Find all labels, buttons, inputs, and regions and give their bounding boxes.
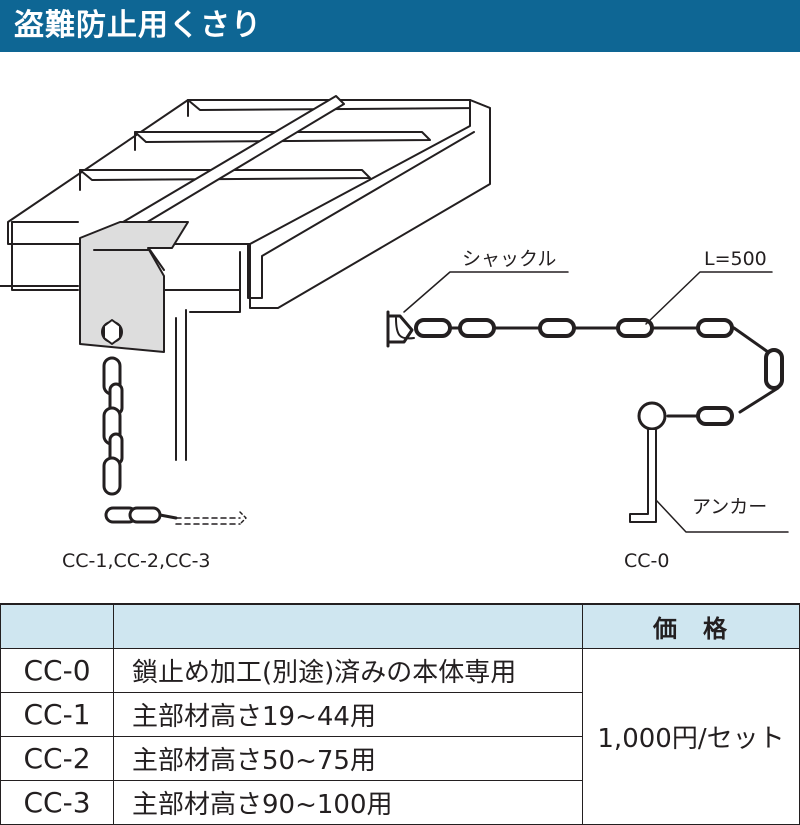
length-label: L=500: [704, 248, 767, 270]
page-title: 盗難防止用くさり: [14, 8, 262, 43]
code-cell: CC-3: [0, 780, 114, 825]
description-cell: 主部材高さ90~100用: [113, 780, 583, 825]
table-header-row: 価格: [0, 603, 800, 649]
table-row: CC-0 鎖止め加工(別途)済みの本体専用 1,000円/セット: [0, 648, 800, 825]
header-price-cell: 価格: [582, 603, 800, 649]
left-chain-drawing: [102, 356, 247, 525]
title-bar: 盗難防止用くさり: [0, 0, 800, 52]
price-cell: 1,000円/セット: [582, 648, 800, 825]
code-cell: CC-0: [0, 648, 114, 693]
table-row: CC-1 主部材高さ19~44用: [0, 692, 800, 737]
header-code-cell: [0, 603, 114, 649]
illustration-area: シャックル L=500 アンカー CC-1,CC-2,CC-3 CC-0: [0, 52, 800, 600]
anchor-label: アンカー: [692, 496, 768, 518]
right-chain-drawing: [386, 271, 789, 533]
table-row: CC-2 主部材高さ50~75用: [0, 736, 800, 781]
grating-drawing: [0, 95, 491, 461]
description-cell: 主部材高さ19~44用: [113, 692, 583, 737]
right-caption: CC-0: [624, 550, 670, 572]
shackle-label: シャックル: [462, 248, 557, 270]
code-cell: CC-2: [0, 736, 114, 781]
product-illustration: [0, 95, 789, 533]
spec-table: 価格 CC-0 鎖止め加工(別途)済みの本体専用 1,000円/セット CC-1…: [0, 603, 800, 825]
table-row: CC-3 主部材高さ90~100用: [0, 780, 800, 825]
description-cell: 主部材高さ50~75用: [113, 736, 583, 781]
left-caption: CC-1,CC-2,CC-3: [62, 550, 211, 572]
description-cell: 鎖止め加工(別途)済みの本体専用: [113, 648, 583, 693]
code-cell: CC-1: [0, 692, 114, 737]
header-desc-cell: [113, 603, 583, 649]
